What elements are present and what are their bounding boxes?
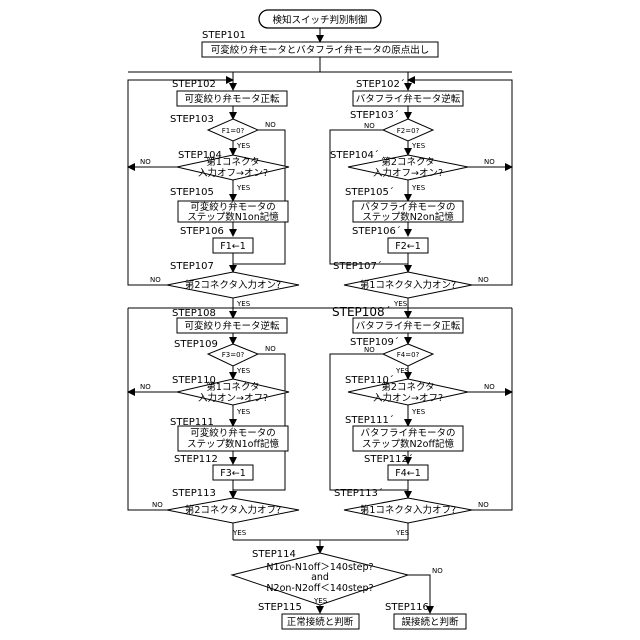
step103p-text: F2=0? bbox=[397, 127, 420, 135]
step104-no: NO bbox=[140, 158, 151, 166]
step108-text: 可変絞り弁モータ逆転 bbox=[184, 320, 280, 332]
step105p-text-2: ステップ数N2on記憶 bbox=[362, 211, 454, 223]
step103-yes: YES bbox=[236, 142, 251, 150]
step104-text-2: 入力オフ→オン? bbox=[198, 167, 268, 179]
step110p-text-1: 第2コネクタ bbox=[381, 381, 434, 393]
step104p-label: STEP104´ bbox=[330, 149, 379, 161]
step111-text-1: 可変絞り弁モータの bbox=[190, 427, 276, 439]
step116-label: STEP116 bbox=[385, 602, 429, 613]
step108p-label: STEP108´ bbox=[332, 305, 391, 319]
step112-text: F3←1 bbox=[220, 468, 246, 479]
step109p-yes: YES bbox=[395, 367, 410, 375]
step107p-yes: YES bbox=[393, 300, 408, 308]
step114-yes: YES bbox=[313, 597, 328, 605]
step101-label: STEP101 bbox=[202, 30, 246, 41]
step109-no: NO bbox=[265, 345, 276, 353]
step110-text-1: 第1コネクタ bbox=[206, 381, 259, 393]
step107-text: 第2コネクタ入力オン? bbox=[185, 279, 281, 291]
step103p-yes: YES bbox=[411, 142, 426, 150]
step106p-label: STEP106´ bbox=[352, 225, 401, 237]
title-label: 検知スイッチ判別制御 bbox=[272, 14, 367, 26]
step110-text-2: 入力オン→オフ? bbox=[198, 392, 268, 404]
step114-text-3: N2on-N2off＜140step? bbox=[266, 583, 373, 594]
step103p-no: NO bbox=[364, 122, 375, 130]
step114-text-2: and bbox=[311, 572, 329, 583]
step115-label: STEP115 bbox=[258, 602, 302, 613]
step107-label: STEP107 bbox=[170, 261, 214, 272]
step112p-label: STEP112´ bbox=[364, 453, 413, 465]
step107p-no: NO bbox=[478, 276, 489, 284]
step104p-text-1: 第2コネクタ bbox=[381, 156, 434, 168]
step109p-no: NO bbox=[364, 346, 375, 354]
step113p-yes: YES bbox=[395, 529, 410, 537]
step110p-yes: YES bbox=[411, 408, 426, 416]
step103-no: NO bbox=[265, 121, 276, 129]
step114-label: STEP114 bbox=[252, 549, 296, 560]
step103p-label: STEP103´ bbox=[350, 109, 399, 121]
step113p-text: 第1コネクタ入力オフ? bbox=[360, 504, 456, 516]
step105-label: STEP105 bbox=[170, 187, 214, 198]
step112p-text: F4←1 bbox=[395, 468, 421, 479]
step112-label: STEP112 bbox=[174, 454, 218, 465]
step107-no: NO bbox=[150, 276, 161, 284]
step102-label: STEP102 bbox=[172, 79, 216, 90]
step110p-no: NO bbox=[484, 383, 495, 391]
step109p-text: F4=0? bbox=[397, 351, 420, 359]
step109-text: F3=0? bbox=[222, 351, 245, 359]
init-process-text: 可変絞り弁モータとバタフライ弁モータの原点出し bbox=[211, 44, 430, 56]
step110-yes: YES bbox=[236, 408, 251, 416]
step116-text: 誤接続と判断 bbox=[401, 616, 459, 628]
step107p-text: 第1コネクタ入力オン? bbox=[360, 279, 456, 291]
step110p-text-2: 入力オン→オフ? bbox=[373, 392, 443, 404]
step107p-label: STEP107´ bbox=[333, 260, 382, 272]
step106-label: STEP106 bbox=[180, 226, 224, 237]
step113-label: STEP113 bbox=[172, 488, 216, 499]
step108-label: STEP108 bbox=[172, 308, 216, 319]
step107-yes: YES bbox=[236, 300, 251, 308]
step103-label: STEP103 bbox=[170, 114, 214, 125]
step111p-text-2: ステップ数N2off記憶 bbox=[362, 438, 455, 450]
step105-text-2: ステップ数N1on記憶 bbox=[187, 211, 279, 223]
step104-yes: YES bbox=[236, 184, 251, 192]
step110-no: NO bbox=[140, 383, 151, 391]
step102p-text: バタフライ弁モータ逆転 bbox=[356, 93, 461, 105]
step104-text-1: 第1コネクタ bbox=[206, 156, 259, 168]
step104p-text-2: 入力オフ→オン? bbox=[373, 167, 443, 179]
step103-text: F1=0? bbox=[222, 127, 245, 135]
step102p-label: STEP102´ bbox=[356, 78, 405, 90]
step105p-label: STEP105´ bbox=[345, 186, 394, 198]
step108p-text: バタフライ弁モータ正転 bbox=[356, 320, 461, 332]
step109-yes: YES bbox=[236, 367, 251, 375]
step104p-yes: YES bbox=[411, 184, 426, 192]
step113p-no: NO bbox=[478, 501, 489, 509]
step114-no: NO bbox=[432, 567, 443, 575]
step111p-label: STEP111´ bbox=[345, 414, 394, 426]
step104p-no: NO bbox=[484, 158, 495, 166]
step113p-label: STEP113´ bbox=[334, 487, 383, 499]
step111p-text-1: バタフライ弁モータの bbox=[360, 427, 455, 439]
step115-text: 正常接続と判断 bbox=[287, 616, 354, 628]
step113-no: NO bbox=[152, 501, 163, 509]
step102-text: 可変絞り弁モータ正転 bbox=[184, 93, 280, 105]
step106-text: F1←1 bbox=[220, 241, 246, 252]
step113-yes: YES bbox=[232, 529, 247, 537]
step106p-text: F2←1 bbox=[395, 241, 421, 252]
step109-label: STEP109 bbox=[174, 339, 218, 350]
step113-text: 第2コネクタ入力オフ? bbox=[185, 504, 281, 516]
step111-text-2: ステップ数N1off記憶 bbox=[187, 438, 280, 450]
